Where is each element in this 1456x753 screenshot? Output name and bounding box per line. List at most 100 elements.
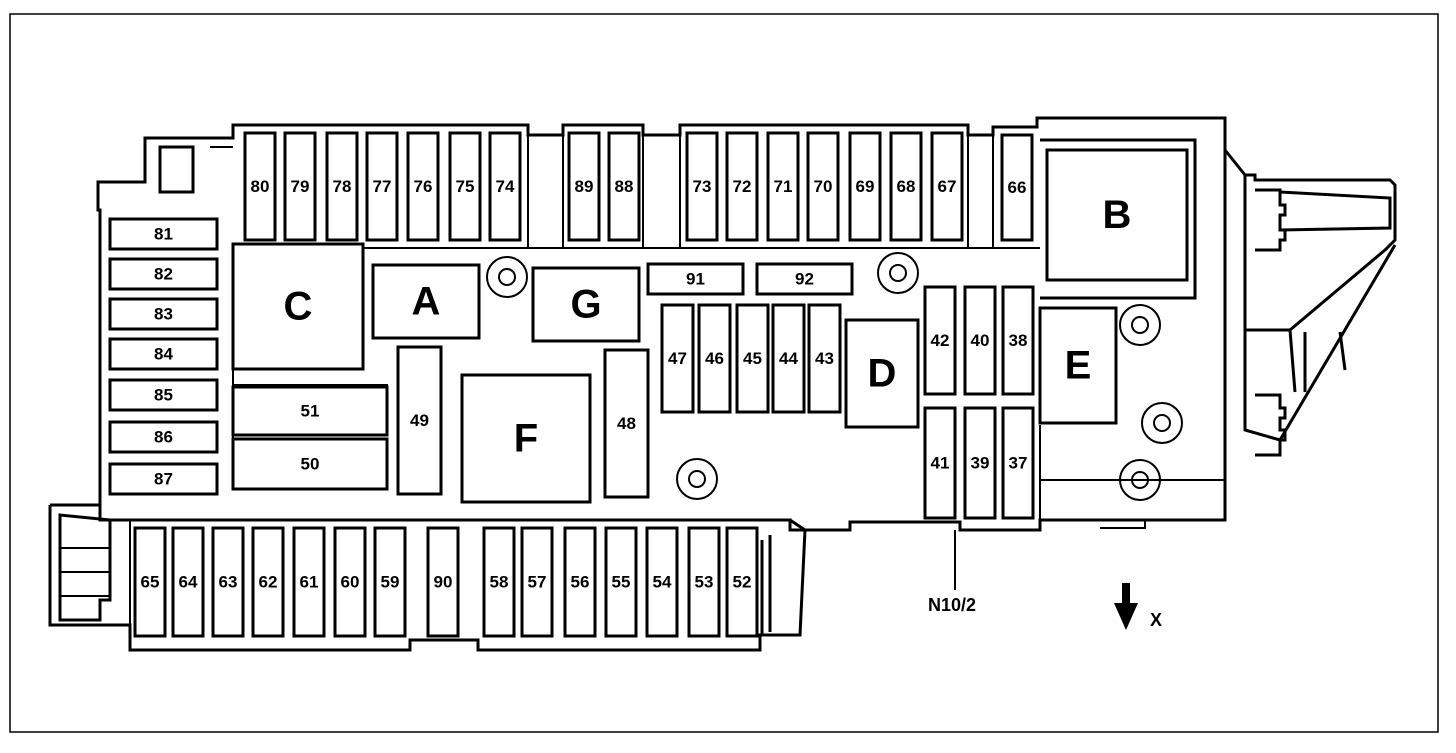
relay-a: A [371,263,481,340]
fuse-45-label: 45 [743,349,762,368]
fuse-48-outline [603,348,650,499]
fuse-43: 43 [807,303,842,414]
screw-3 [1119,304,1161,346]
fuse-89-label: 89 [575,177,594,196]
fuse-38-outline [1001,285,1035,396]
relay-a-outline [371,263,481,340]
fuse-73-outline [685,131,719,242]
fuse-51-label: 51 [301,402,320,421]
fuse-77-label: 77 [373,177,392,196]
fuse-64: 64 [171,526,205,638]
fuse-83-outline [108,297,219,331]
fuse-69: 69 [848,131,882,242]
fuse-58: 58 [482,526,516,638]
fuse-42-label: 42 [931,331,950,350]
fuse-54-outline [645,526,679,638]
relay-b-label: B [1103,193,1132,237]
fuse-54-label: 54 [653,573,672,592]
fuse-59: 59 [373,526,407,638]
fuse-67: 67 [930,131,964,242]
fuse-57-label: 57 [528,573,547,592]
fuse-68: 68 [889,131,923,242]
fuse-39-outline [963,406,997,520]
fuse-68-outline [889,131,923,242]
fuse-38: 38 [1001,285,1035,396]
fuse-75-label: 75 [456,177,475,196]
fuse-45: 45 [735,303,770,414]
right-connector-pin-upper [1279,190,1392,232]
fuse-61: 61 [292,526,326,638]
fuse-71: 71 [766,131,800,242]
fuse-92: 92 [755,262,854,296]
fuse-64-label: 64 [179,573,198,592]
fuse-52-label: 52 [733,573,752,592]
fuse-91-label: 91 [686,270,705,289]
fuse-78-outline [325,131,359,242]
fuse-73: 73 [685,131,719,242]
fuse-60: 60 [333,526,367,638]
housing-outline [96,116,1227,532]
fuse-40-outline [963,285,997,396]
fuse-86-outline [108,420,219,454]
screw-4 [1141,402,1183,444]
fuse-76-label: 76 [414,177,433,196]
fuse-62-label: 62 [259,573,278,592]
fuse-49-label: 49 [410,411,429,430]
fuse-53-label: 53 [695,573,714,592]
fuse-86-label: 86 [154,428,173,447]
fuse-52: 52 [725,526,759,638]
fuse-58-outline [482,526,516,638]
fuse-43-outline [807,303,842,414]
fuse-74: 74 [488,131,522,242]
fuse-66: 66 [1000,133,1034,242]
fuse-43-label: 43 [815,349,834,368]
fuse-56-label: 56 [571,573,590,592]
fuse-56-outline [563,526,597,638]
right-connector-housing [1223,149,1397,442]
fuse-77-outline [365,131,399,242]
fuse-65-outline [133,526,167,638]
fuse-87-label: 87 [154,470,173,489]
relay-e-label: E [1065,344,1092,388]
fuse-90-outline [426,526,460,638]
relay-c-outline [231,242,365,371]
fuse-46: 46 [697,303,732,414]
relay-g-outline [531,266,641,343]
fuse-57-outline [520,526,554,638]
fuse-72-label: 72 [733,177,752,196]
fuse-62: 62 [251,526,285,638]
screw-1 [486,256,528,298]
fuse-49-outline [396,345,443,496]
fuse-47-outline [660,303,695,414]
fuse-65-label: 65 [141,573,160,592]
fuse-82: 82 [108,257,219,291]
right-connector-latch-lower [1255,393,1287,457]
relay-g-label: G [570,283,601,327]
fuse-79-label: 79 [291,177,310,196]
relay-e-outline [1038,306,1118,425]
fuse-46-label: 46 [705,349,724,368]
fuse-83: 83 [108,297,219,331]
relay-d-outline [844,318,920,429]
fuse-75: 75 [448,131,482,242]
fuse-63: 63 [211,526,245,638]
fuse-37-outline [1001,406,1035,520]
fuse-49: 49 [396,345,443,496]
fuse-39-label: 39 [971,454,990,473]
fuse-84-outline [108,337,219,371]
fuse-37: 37 [1001,406,1035,520]
fuse-55-label: 55 [612,573,631,592]
fuse-85-label: 85 [154,386,173,405]
bottom-left-connector-lines [60,547,110,597]
fuse-92-label: 92 [795,270,814,289]
fuse-70-outline [806,131,840,242]
fuse-44-outline [771,303,806,414]
fuse-87-outline [108,462,219,496]
fuse-44: 44 [771,303,806,414]
fuse-53-outline [687,526,721,638]
fuse-40: 40 [963,285,997,396]
fuse-40-label: 40 [971,331,990,350]
fuse-70-label: 70 [814,177,833,196]
fuse-60-label: 60 [341,573,360,592]
